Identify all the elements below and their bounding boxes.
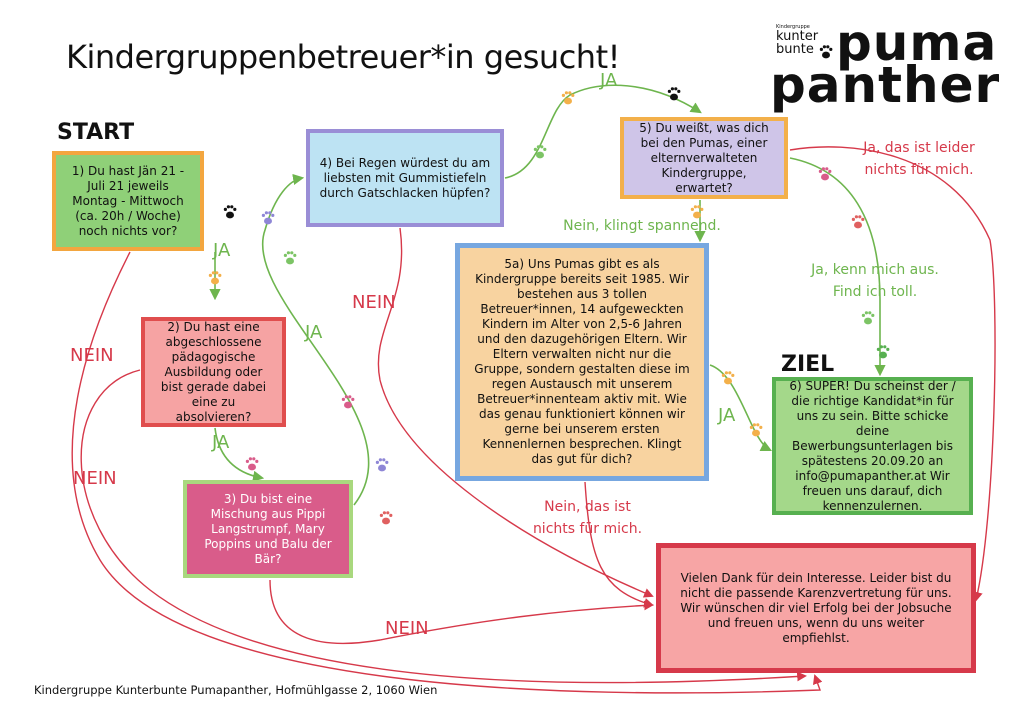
end-box: Vielen Dank für dein Interesse. Leider b… — [656, 543, 976, 673]
label-ja-1: JA — [213, 240, 231, 261]
start-heading: START — [57, 120, 135, 145]
paw-icon — [533, 145, 547, 159]
question-5a-text: 5a) Uns Pumas gibt es als Kindergruppe b… — [474, 257, 690, 466]
question-5-box: 5) Du weißt, was dich bei den Pumas, ein… — [620, 117, 788, 199]
arrow-q5-end — [789, 146, 996, 602]
question-2-box: 2) Du hast eine abgeschlossene pädagogis… — [141, 317, 286, 427]
arrow-q2-end — [80, 369, 807, 684]
question-2-text: 2) Du hast eine abgeschlossene pädagogis… — [160, 319, 267, 424]
question-1-text: 1) Du hast Jän 21 - Juli 21 jeweils Mont… — [71, 163, 185, 238]
logo-line2: bunte — [776, 42, 814, 57]
logo-small-text: Kindergruppe kunter bunte — [776, 24, 818, 56]
label-nein-2: NEIN — [73, 468, 117, 489]
paw-icon — [223, 205, 237, 219]
paw-icon — [721, 371, 735, 385]
paw-icon — [283, 251, 297, 265]
end-text: Vielen Dank für dein Interesse. Leider b… — [680, 570, 952, 645]
question-5-text: 5) Du weißt, was dich bei den Pumas, ein… — [639, 120, 769, 195]
arrow-q4-q5 — [504, 84, 702, 179]
logo-big-1: puma — [836, 14, 998, 72]
paw-icon — [861, 311, 875, 325]
label-ja-4: JA — [600, 70, 618, 91]
paw-icon — [375, 458, 389, 472]
paw-icon — [379, 511, 393, 525]
label-ja-3: JA — [305, 322, 323, 343]
arrow-q5-goal — [789, 157, 886, 377]
logo-tiny: Kindergruppe — [776, 24, 810, 30]
goal-heading: ZIEL — [781, 352, 835, 377]
question-4-text: 4) Bei Regen würdest du am liebsten mit … — [319, 155, 491, 200]
question-3-box: 3) Du bist eine Mischung aus Pippi Langs… — [183, 480, 353, 578]
arrow-q3-end — [269, 579, 654, 645]
arrow-q4-end — [377, 227, 654, 598]
label-nein-4: NEIN — [385, 618, 429, 639]
goal-box: 6) SUPER! Du scheinst der / die richtige… — [772, 377, 973, 515]
label-ja-leider: Ja, das ist leider nichts für mich. — [863, 140, 975, 178]
arrow-q2-q3 — [214, 427, 265, 482]
label-nein-3: NEIN — [352, 292, 396, 313]
label-nein-1: NEIN — [70, 345, 114, 366]
logo-big-2: panther — [770, 56, 1001, 114]
question-5a-box: 5a) Uns Pumas gibt es als Kindergruppe b… — [455, 243, 709, 481]
logo: puma panther — [770, 14, 1001, 114]
goal-text: 6) SUPER! Du scheinst der / die richtige… — [789, 378, 956, 513]
paw-icon — [261, 211, 275, 225]
arrow-q3-q4 — [261, 173, 370, 506]
label-nein-spannend: Nein, klingt spannend. — [563, 218, 721, 234]
paw-icon — [876, 345, 890, 359]
logo-line1: kunter — [776, 29, 819, 44]
question-4-box: 4) Bei Regen würdest du am liebsten mit … — [306, 129, 504, 227]
page-title: Kindergruppenbetreuer*in gesucht! — [66, 38, 620, 76]
arrow-q5a-goal — [709, 364, 773, 452]
question-1-box: 1) Du hast Jän 21 - Juli 21 jeweils Mont… — [52, 151, 204, 251]
label-ja-5: JA — [718, 405, 736, 426]
paw-icon — [851, 215, 865, 229]
arrow-q1-end — [71, 251, 823, 694]
arrow-q5a-end — [584, 481, 654, 608]
question-3-text: 3) Du bist eine Mischung aus Pippi Langs… — [204, 491, 332, 566]
label-ja-2: JA — [212, 432, 230, 453]
label-nein-nichts: Nein, das ist nichts für mich. — [532, 499, 643, 537]
label-ja-kenn: Ja, kenn mich aus. Find ich toll. — [811, 262, 939, 300]
footer-address: Kindergruppe Kunterbunte Pumapanther, Ho… — [34, 683, 438, 697]
paw-icon — [245, 457, 259, 471]
paw-icon — [667, 87, 681, 101]
